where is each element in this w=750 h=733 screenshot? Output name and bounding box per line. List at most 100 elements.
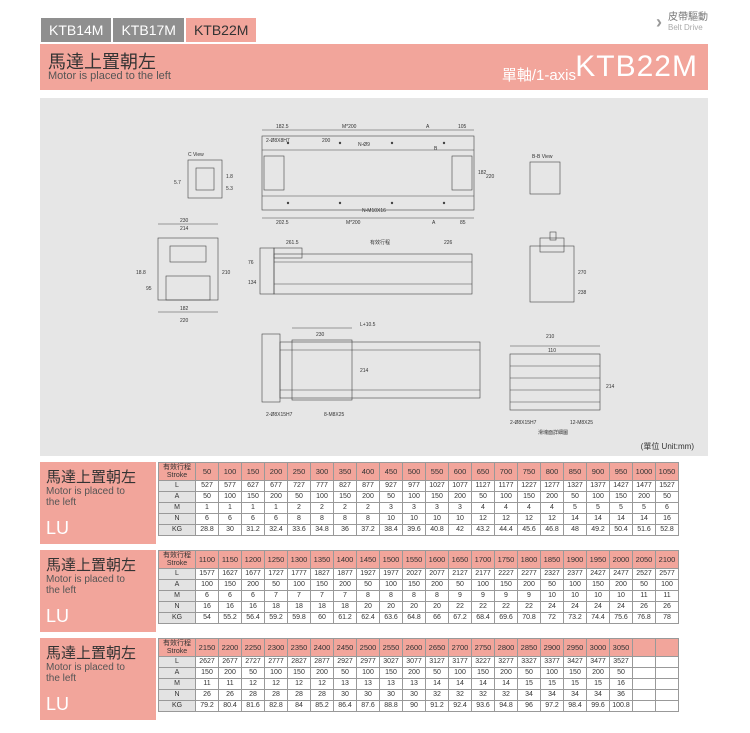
value-cell: 4 (494, 502, 518, 514)
title-banner: 馬達上置朝左 Motor is placed to the left 單軸/1-… (40, 44, 708, 90)
stroke-cell: 300 (310, 462, 334, 481)
value-cell: 1477 (632, 480, 656, 492)
stroke-cell: 2800 (494, 638, 518, 657)
dim-29: 2-Ø8X15H7 (266, 412, 293, 418)
value-cell: 44.4 (494, 524, 518, 536)
value-cell: 100 (310, 491, 334, 503)
value-cell: 2227 (494, 568, 518, 580)
stroke-cell: 50 (195, 462, 219, 481)
banner-title-zh: 馬達上置朝左 (48, 52, 156, 72)
value-cell: 16 (241, 601, 265, 613)
tab-ktb22m[interactable]: KTB22M (185, 18, 257, 42)
value-cell: 3227 (471, 656, 495, 668)
stroke-cell: 2200 (218, 638, 242, 657)
value-cell: 2127 (448, 568, 472, 580)
stroke-cell: 850 (563, 462, 587, 481)
dim-37: 1.8 (226, 174, 233, 180)
value-cell (655, 678, 679, 690)
value-cell: 200 (333, 579, 357, 591)
value-cell: 10 (379, 513, 403, 525)
value-cell: 1527 (655, 480, 679, 492)
value-cell: 69.6 (494, 612, 518, 624)
value-cell: 3427 (563, 656, 587, 668)
section-title-en: Motor is placed to the left (46, 574, 125, 596)
value-cell: 20 (356, 601, 380, 613)
value-cell: 60 (310, 612, 334, 624)
value-cell: 50 (425, 667, 449, 679)
value-cell: 33.6 (287, 524, 311, 536)
section-label: 馬達上置朝左 Motor is placed to the left LU (40, 638, 156, 720)
value-cell: 3 (425, 502, 449, 514)
value-cell (655, 689, 679, 701)
value-cell: 2 (287, 502, 311, 514)
stroke-cell: 2850 (517, 638, 541, 657)
dim-40: 95 (146, 286, 152, 292)
value-cell: 80.4 (218, 700, 242, 712)
value-cell: 14 (448, 678, 472, 690)
value-cell: 200 (402, 667, 426, 679)
value-cell: 32 (448, 689, 472, 701)
value-cell: 18 (333, 601, 357, 613)
value-cell: 9 (517, 590, 541, 602)
stroke-cell: 2100 (655, 550, 679, 569)
value-cell: 24 (586, 601, 610, 613)
stroke-cell: 700 (494, 462, 518, 481)
value-cell: 22 (517, 601, 541, 613)
dim-43: 76 (248, 260, 254, 266)
section-title-en: Motor is placed to the left (46, 662, 125, 684)
value-cell: 50 (287, 491, 311, 503)
value-cell: 16 (609, 678, 633, 690)
value-cell: 50 (379, 491, 403, 503)
dim-30: 8-M8X25 (324, 412, 345, 418)
value-cell: 200 (218, 667, 242, 679)
stroke-cell: 950 (609, 462, 633, 481)
stroke-cell: 2500 (356, 638, 380, 657)
value-cell: 79.2 (195, 700, 219, 712)
value-cell: 82.8 (264, 700, 288, 712)
value-cell: 10 (563, 590, 587, 602)
value-cell: 30 (356, 689, 380, 701)
value-cell: 59.8 (287, 612, 311, 624)
stroke-cell: 1200 (241, 550, 265, 569)
value-cell: 20 (379, 601, 403, 613)
value-cell: 16 (655, 513, 679, 525)
value-cell (632, 656, 656, 668)
stroke-cell: 1100 (195, 550, 219, 569)
value-cell: 12 (471, 513, 495, 525)
value-cell: 6 (195, 590, 219, 602)
section-code: LU (46, 606, 70, 626)
value-cell: 34 (586, 689, 610, 701)
value-cell: 12 (310, 678, 334, 690)
value-cell: 34 (540, 689, 564, 701)
value-cell: 52.8 (655, 524, 679, 536)
row-label: L (158, 656, 196, 668)
value-cell: 1677 (241, 568, 265, 580)
value-cell: 6 (195, 513, 219, 525)
section-title-zh: 馬達上置朝左 (46, 557, 137, 574)
value-cell: 150 (494, 579, 518, 591)
dim-21: 261.5 (286, 240, 299, 246)
value-cell: 28.8 (195, 524, 219, 536)
value-cell: 4 (540, 502, 564, 514)
stroke-cell: 2650 (425, 638, 449, 657)
stroke-cell: 650 (471, 462, 495, 481)
tab-ktb14m[interactable]: KTB14M (41, 18, 112, 42)
value-cell: 28 (241, 689, 265, 701)
tab-ktb17m[interactable]: KTB17M (113, 18, 184, 42)
value-cell: 45.6 (517, 524, 541, 536)
value-cell: 2677 (218, 656, 242, 668)
value-cell: 3 (448, 502, 472, 514)
row-label: M (158, 590, 196, 602)
stroke-cell: 1800 (517, 550, 541, 569)
value-cell: 1927 (356, 568, 380, 580)
product-tabs: KTB14M KTB17M KTB22M (41, 18, 257, 42)
value-cell: 30 (333, 689, 357, 701)
dim-39: 18.8 (136, 270, 146, 276)
stroke-cell: 3000 (586, 638, 610, 657)
value-cell: 1427 (609, 480, 633, 492)
dim-1: 182.5 (276, 124, 289, 130)
stroke-cell: 1650 (448, 550, 472, 569)
